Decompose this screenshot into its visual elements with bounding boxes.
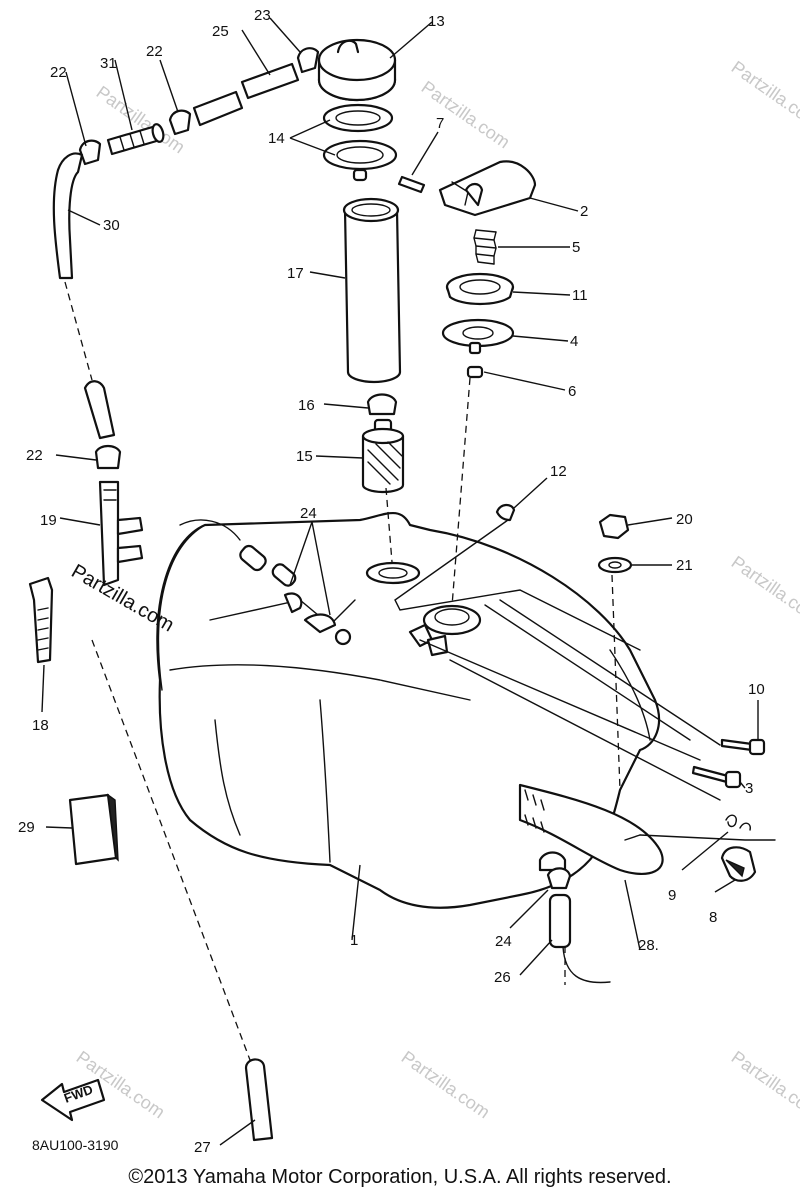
callout-label: 5: [572, 239, 580, 256]
stopper-8-shade: [725, 859, 745, 878]
watermark-text: Partzilla.com: [398, 1047, 494, 1122]
callout-label: 30: [103, 217, 120, 234]
clamp-22: [78, 139, 102, 166]
alignment-lines: [385, 377, 776, 985]
callout-label: 26: [494, 969, 511, 986]
callout-label: 9: [668, 887, 676, 904]
watermark-text: Partzilla.com: [728, 57, 800, 132]
clip-9: [725, 814, 752, 831]
callout-label: 28.: [638, 937, 659, 954]
callout-label: 3: [745, 780, 753, 797]
plate-4: [441, 318, 515, 355]
pad-29: [68, 793, 119, 866]
callout-label: 10: [748, 681, 765, 698]
filler-pipe-17: [342, 197, 402, 384]
washer-21-hole: [608, 561, 622, 569]
callout-label: 24: [300, 505, 317, 522]
drawing-code: 8AU100-3190: [32, 1137, 119, 1153]
callout-label: 18: [32, 717, 49, 734]
clamp-16: [366, 393, 398, 416]
callout-label: 23: [254, 7, 271, 24]
spring-5: [473, 229, 497, 265]
guide-line: [64, 281, 93, 381]
pin-7: [397, 175, 426, 194]
bolt-10: [720, 738, 766, 756]
callout-label: 29: [18, 819, 35, 836]
callout-label: 11: [572, 287, 588, 304]
filler-cap-13: [317, 38, 397, 102]
callout-label: 27: [194, 1139, 211, 1156]
cap-2: [438, 160, 537, 217]
clamp-24-bottom: [546, 867, 572, 890]
leader-lines: [41, 17, 759, 1146]
clip-12: [495, 503, 516, 522]
breather-hose: [518, 783, 664, 875]
callout-label: 20: [676, 511, 693, 528]
callout-label: 1: [350, 932, 358, 949]
washer-21: [597, 556, 633, 574]
callout-label: 31: [100, 55, 117, 72]
clamp-22: [94, 444, 122, 470]
seal-3: [445, 272, 515, 306]
hose-26: [548, 893, 572, 949]
watermark-text: Partzilla.com: [728, 1047, 800, 1122]
callout-label: 6: [568, 383, 576, 400]
clamp-22: [168, 109, 192, 136]
copyright-notice: ©2013 Yamaha Motor Corporation, U.S.A. A…: [128, 1166, 672, 1188]
fitting-19: [98, 480, 144, 587]
hose-30-end: [83, 380, 116, 440]
callout-label: 19: [40, 512, 57, 529]
callout-label: 13: [428, 13, 445, 30]
hose-30: [52, 152, 84, 280]
hose-26-line: [562, 946, 611, 984]
callout-label: 22: [26, 447, 43, 464]
watermark-text: Partzilla.com: [728, 552, 800, 627]
guide-line: [91, 639, 251, 1061]
filter-15: [361, 418, 405, 494]
callout-label: 22: [146, 43, 163, 60]
callout-label: 16: [298, 397, 315, 414]
joint-31: [106, 123, 165, 156]
nut-6: [466, 365, 484, 379]
callout-label: 14: [268, 130, 285, 147]
hose-25: [240, 62, 300, 100]
strap-18: [28, 576, 54, 664]
nut-20: [598, 513, 630, 540]
callout-label: 22: [50, 64, 67, 81]
bolt-11: [691, 765, 742, 789]
callout-label: 2: [580, 203, 588, 220]
callout-label: 4: [570, 333, 578, 350]
stopper-8: [720, 846, 757, 882]
callout-label: 7: [436, 115, 444, 132]
callout-label: 25: [212, 23, 229, 40]
hose-27: [244, 1058, 274, 1142]
callout-label: 15: [296, 448, 313, 465]
callout-label: 12: [550, 463, 567, 480]
callout-label: 21: [676, 557, 693, 574]
gaskets-14: [322, 103, 398, 182]
clamp-23: [296, 47, 320, 74]
callout-labels: 1 2 11 4 5 6 7 8 9 10 3 12 13 14 15 16 1…: [18, 7, 765, 1156]
fwd-arrow: FWD: [40, 1078, 106, 1122]
callout-label: 17: [287, 265, 304, 282]
callout-label: 24: [495, 933, 512, 950]
hose-segment: [192, 90, 244, 127]
callout-label: 8: [709, 909, 717, 926]
